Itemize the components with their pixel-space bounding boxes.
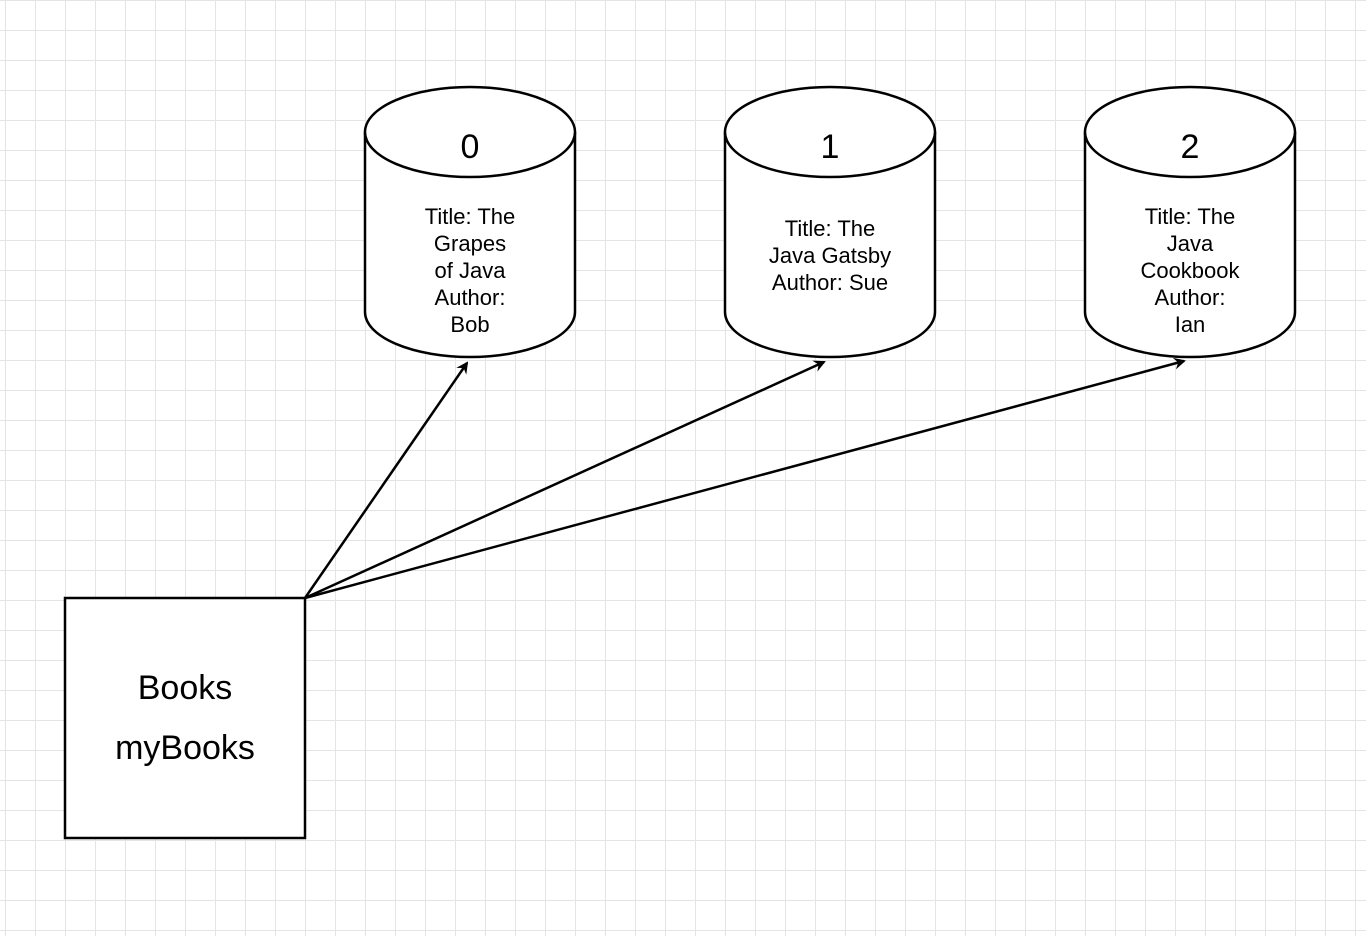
source-box[interactable] (63, 596, 307, 840)
arrow-to-element-1[interactable] (304, 360, 826, 600)
element-body-1: Title: The Java Gatsby Author: Sue (755, 200, 905, 310)
element-1-line-1: Java Gatsby (768, 242, 892, 268)
cylinder-element-2[interactable] (1083, 85, 1297, 359)
element-0-line-3: Author: (434, 284, 506, 310)
element-0-line-2: of Java (434, 257, 506, 283)
arrow-to-element-2[interactable] (304, 357, 1186, 600)
element-1-line-2: Author: Sue (771, 269, 889, 295)
element-1-line-0: Title: The (784, 215, 876, 241)
source-box-variable: myBooks (115, 729, 255, 767)
source-box-label: Books myBooks (65, 598, 305, 838)
element-2-line-3: Author: (1154, 284, 1226, 310)
arrow-to-element-0[interactable] (303, 361, 469, 599)
cylinder-element-0[interactable] (363, 85, 577, 359)
element-0-line-0: Title: The (424, 203, 516, 229)
element-index-0: 0 (460, 128, 480, 166)
element-body-0: Title: The Grapes of Java Author: Bob (395, 200, 545, 340)
element-2-line-1: Java (1166, 230, 1214, 256)
element-index-1: 1 (820, 128, 840, 166)
source-box-type: Books (137, 669, 233, 707)
element-2-line-4: Ian (1174, 311, 1206, 337)
element-2-line-2: Cookbook (1140, 257, 1240, 283)
element-0-line-4: Bob (450, 311, 490, 337)
cylinder-element-1[interactable] (723, 85, 937, 359)
element-2-line-0: Title: The (1144, 203, 1236, 229)
element-body-2: Title: The Java Cookbook Author: Ian (1115, 200, 1265, 340)
element-0-line-1: Grapes (433, 230, 507, 256)
element-index-2: 2 (1180, 128, 1200, 166)
